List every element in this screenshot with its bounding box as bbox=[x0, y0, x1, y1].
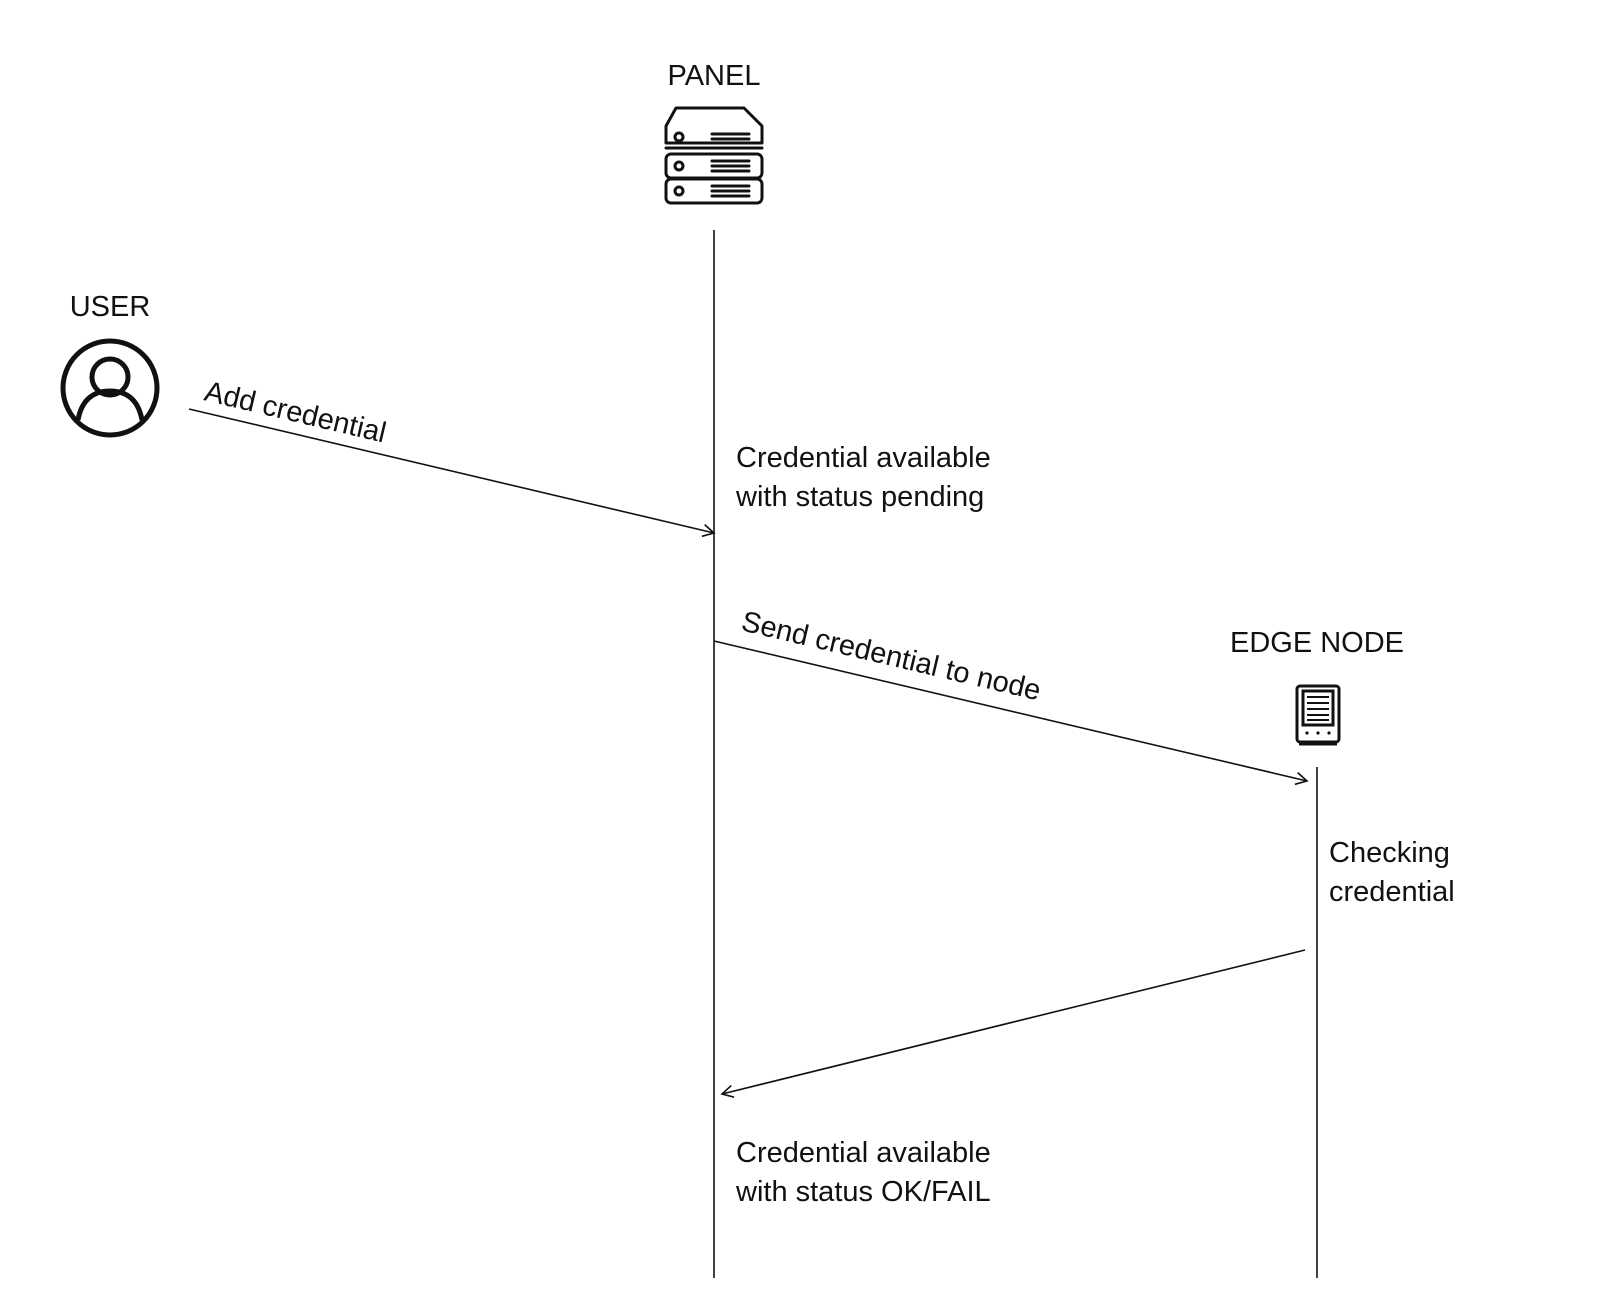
note-result-line1: Credential available bbox=[736, 1137, 991, 1169]
message-arrow-add-credential bbox=[188, 408, 716, 538]
note-result-line2: with status OK/FAIL bbox=[735, 1176, 991, 1208]
server-stack-icon bbox=[664, 106, 764, 205]
actor-user: USER bbox=[60, 291, 160, 438]
note-pending-line1: Credential available bbox=[736, 442, 991, 474]
actor-user-label: USER bbox=[70, 291, 151, 323]
note-pending-line2: with status pending bbox=[735, 481, 984, 513]
note-checking-line1: Checking bbox=[1329, 837, 1450, 869]
message-label-send-credential: Send credential to node bbox=[738, 606, 1043, 708]
user-icon bbox=[60, 338, 160, 438]
edge-device-icon bbox=[1295, 684, 1341, 746]
note-checking-credential: Checking credential bbox=[1329, 837, 1458, 908]
actor-edge-node: EDGE NODE bbox=[1230, 627, 1404, 746]
note-credential-pending: Credential available with status pending bbox=[735, 442, 999, 513]
actor-panel: PANEL bbox=[664, 60, 764, 205]
note-credential-result: Credential available with status OK/FAIL bbox=[735, 1137, 999, 1208]
actor-edge-node-label: EDGE NODE bbox=[1230, 627, 1404, 659]
message-arrow-reply bbox=[720, 949, 1306, 1098]
actor-panel-label: PANEL bbox=[668, 60, 761, 92]
message-arrow-send-credential bbox=[713, 640, 1309, 786]
message-label-add-credential: Add credential bbox=[201, 376, 389, 450]
note-checking-line2: credential bbox=[1329, 876, 1455, 908]
